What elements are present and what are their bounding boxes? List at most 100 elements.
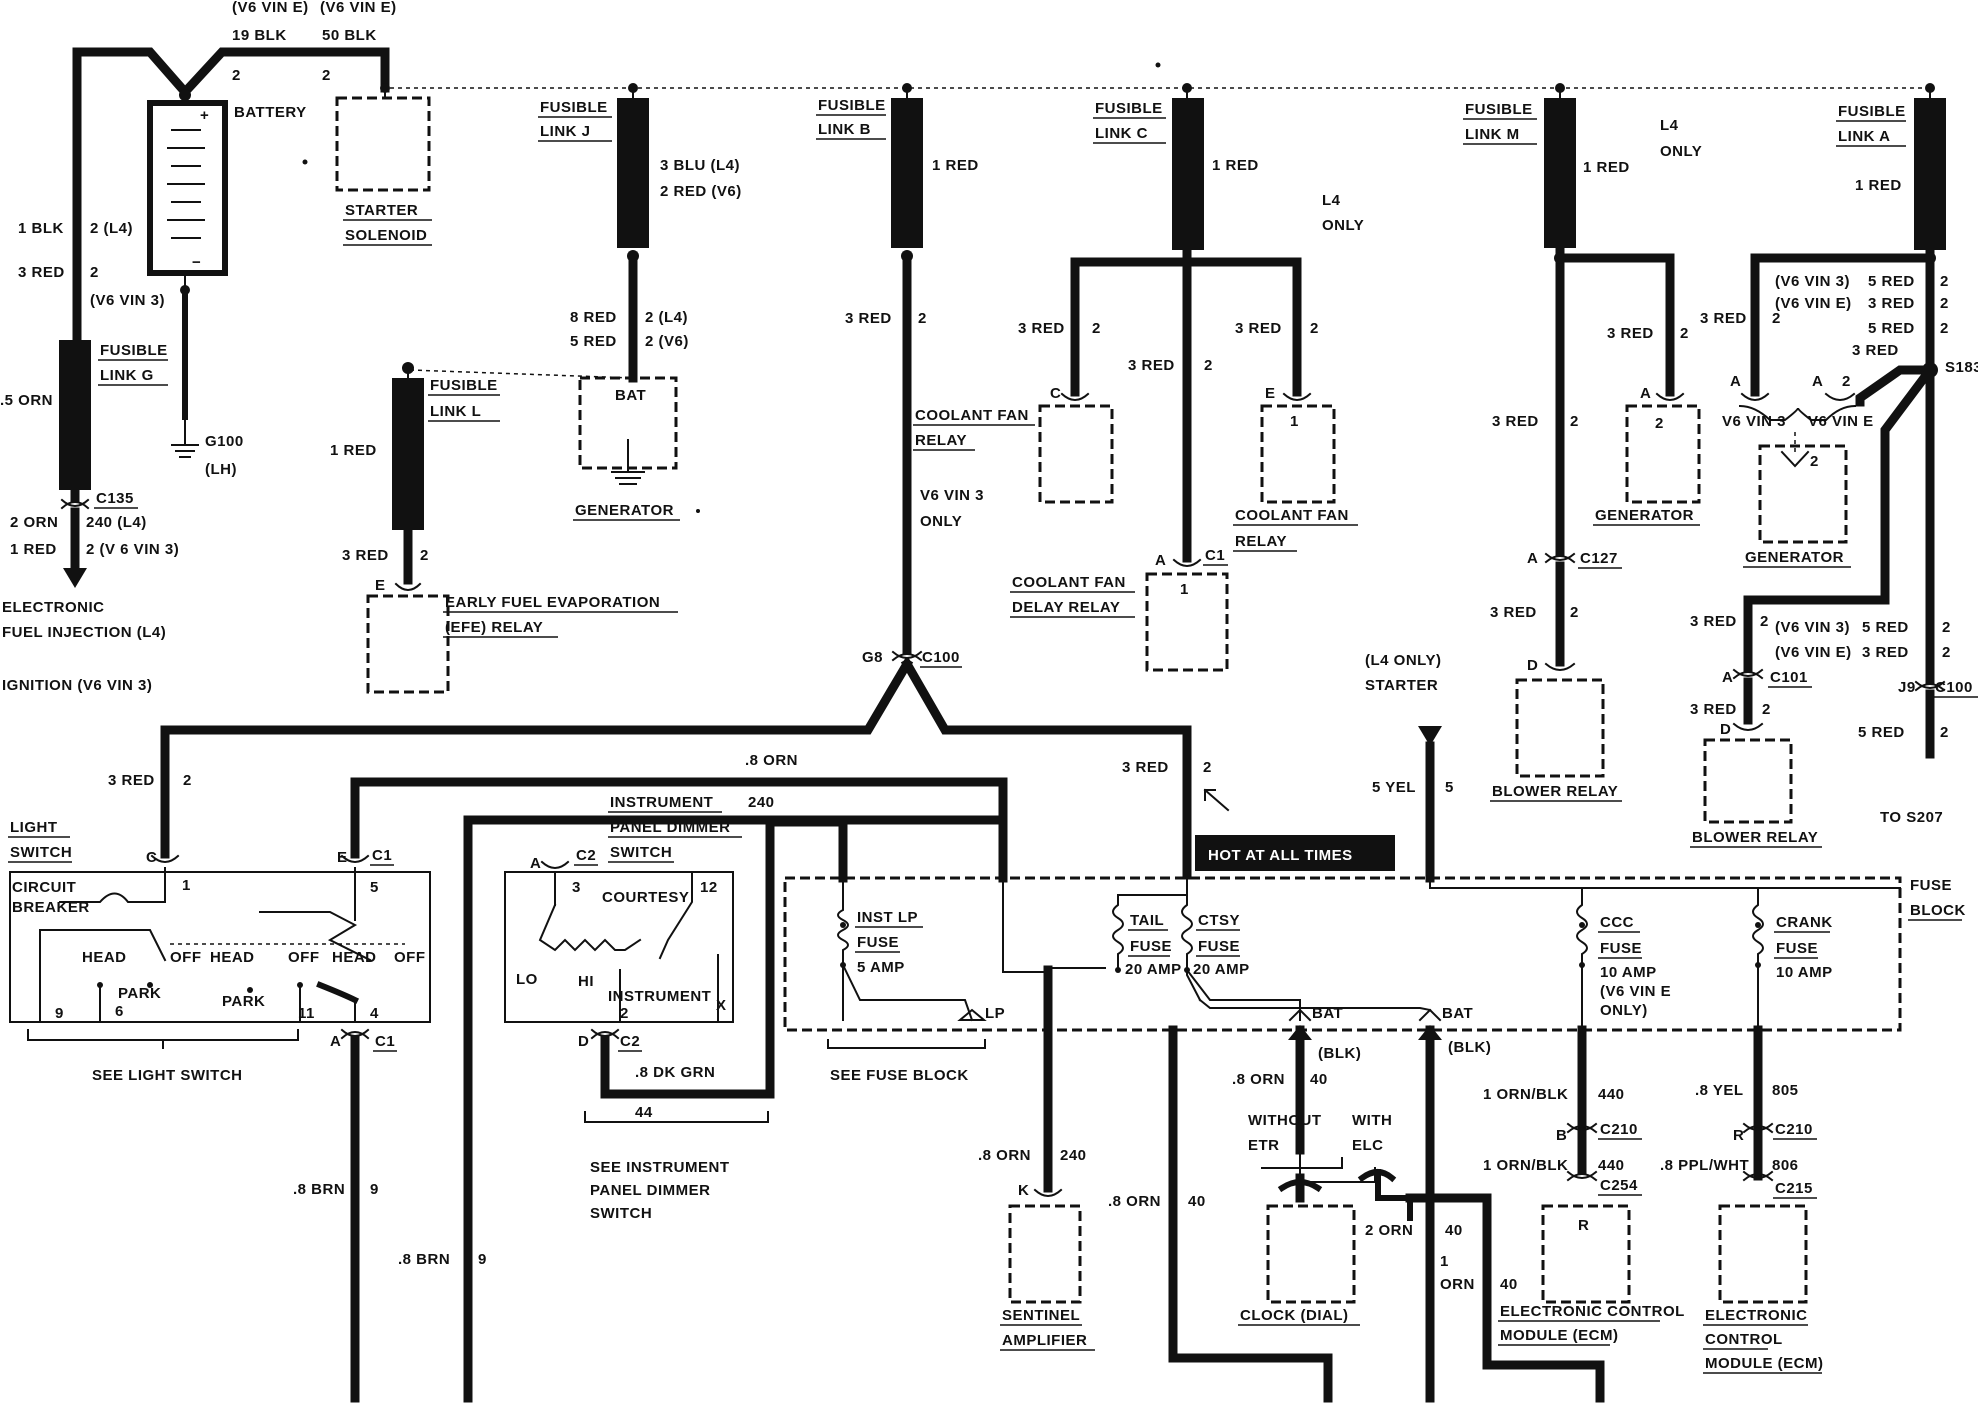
fb-crank3: 10 AMP xyxy=(1776,964,1833,981)
gen3-num: 2 xyxy=(1810,453,1819,470)
ground-label: G100 xyxy=(205,433,244,450)
ecm2-pinR: R xyxy=(1733,1127,1744,1144)
feed-right-circ: 2 xyxy=(1203,759,1212,776)
ecm-1-box xyxy=(1541,1204,1631,1304)
fusible-j-w1: 3 BLU (L4) xyxy=(660,157,740,174)
left-wire-red: 3 RED xyxy=(18,264,65,281)
fusible-link-g xyxy=(59,340,91,490)
fb-inst3: 5 AMP xyxy=(857,959,905,976)
fusible-m-wa-circ: 2 xyxy=(1570,413,1579,430)
gen3-vine: V6 VIN E xyxy=(1808,413,1874,430)
cf-delay-line1: COOLANT FAN xyxy=(1012,574,1126,591)
fusible-link-j xyxy=(617,98,649,248)
fusible-m-note1: L4 xyxy=(1660,117,1679,134)
cf-delay-conn: C1 xyxy=(1205,547,1225,564)
fusible-c-note2: ONLY xyxy=(1322,217,1364,234)
battery-wire-left-gauge: 19 BLK xyxy=(232,27,287,44)
fb-see: SEE FUSE BLOCK xyxy=(830,1067,969,1084)
clock-section: (BLK) (BLK) .8 ORN 40 WITHOUT ETR WITH E… xyxy=(1108,1025,1605,1403)
c127-pin: A xyxy=(1527,550,1538,567)
battery-wire-right-note: (V6 VIN E) xyxy=(320,0,397,16)
fb-label1: FUSE xyxy=(1910,877,1952,894)
fusible-a-label2: LINK A xyxy=(1838,128,1890,145)
fb-bat1: BAT xyxy=(1312,1005,1343,1022)
efi-line2: FUEL INJECTION (L4) xyxy=(2,624,166,641)
dim-p12: 12 xyxy=(700,879,718,896)
fb-tail3: 20 AMP xyxy=(1125,961,1182,978)
c101-w-circ: 2 xyxy=(1760,613,1769,630)
c100-right-label: C100 xyxy=(1935,679,1973,696)
generator-3 xyxy=(1758,444,1848,544)
fb-ctsy2: FUSE xyxy=(1198,938,1240,955)
dim-see2: PANEL DIMMER xyxy=(590,1182,710,1199)
fb-tail1: TAIL xyxy=(1130,912,1164,929)
c101-n1: (V6 VIN 3) xyxy=(1775,619,1850,636)
clock-w-circ: 40 xyxy=(1310,1071,1328,1088)
c127-w-gauge: 3 RED xyxy=(1490,604,1537,621)
fusible-b-w2-gauge: 3 RED xyxy=(845,310,892,327)
cf-relay2-num: 1 xyxy=(1290,413,1299,430)
dim-instrument: INSTRUMENT xyxy=(608,988,711,1005)
fusible-l-label1: FUSIBLE xyxy=(430,377,498,394)
ls-head1: HEAD xyxy=(82,949,127,966)
fusible-link-c-section: FUSIBLE LINK C 1 RED L4 ONLY 3 RED 2 3 R… xyxy=(913,83,1364,672)
fusible-a-wl-gauge: 3 RED xyxy=(1700,310,1747,327)
battery-wire-right-gauge: 50 BLK xyxy=(322,27,377,44)
left-wire-blk: 1 BLK xyxy=(18,220,64,237)
fusible-l-w1: 1 RED xyxy=(330,442,377,459)
dim-courtesy: COURTESY xyxy=(602,889,689,906)
ls-p11: 11 xyxy=(298,1005,315,1022)
ls-brn1-circ: 9 xyxy=(370,1181,379,1198)
ls-p6: 6 xyxy=(115,1003,124,1020)
dim-px: X xyxy=(716,997,727,1014)
dim-pinD: D xyxy=(578,1033,589,1050)
battery-icon xyxy=(147,100,228,276)
generator-ground-icon xyxy=(611,471,645,485)
dim-line3: SWITCH xyxy=(610,844,672,861)
c101-pin2: D xyxy=(1720,721,1731,738)
ls-off1: OFF xyxy=(170,949,202,966)
blower2-label: BLOWER RELAY xyxy=(1692,829,1818,846)
ls-pinC: C xyxy=(146,849,157,866)
blower-relay-2 xyxy=(1703,738,1793,824)
ls-p5: 5 xyxy=(370,879,379,896)
fusible-b-w2-circ: 2 xyxy=(918,310,927,327)
fuse-block-outline xyxy=(783,876,1902,1032)
fusible-g-label1: FUSIBLE xyxy=(100,342,168,359)
fusible-a-n2c: 2 xyxy=(1940,295,1949,312)
fusible-j-w4-circ: 2 (V6) xyxy=(645,333,689,350)
gen1-label: GENERATOR xyxy=(575,502,674,519)
clock-with2: ELC xyxy=(1352,1137,1384,1154)
fusible-m-label1: FUSIBLE xyxy=(1465,101,1533,118)
blower1-label: BLOWER RELAY xyxy=(1492,783,1618,800)
fb-ccc5: ONLY) xyxy=(1600,1002,1648,1019)
fusible-a-n1: (V6 VIN 3) xyxy=(1775,273,1850,290)
cf-relay2-line1: COOLANT FAN xyxy=(1235,507,1349,524)
c135-w1-gauge: 2 ORN xyxy=(10,514,58,531)
generator-2 xyxy=(1625,404,1701,504)
fusible-link-b xyxy=(891,98,923,248)
ecm1-line2: MODULE (ECM) xyxy=(1500,1327,1619,1344)
fusible-m-wa-gauge: 3 RED xyxy=(1492,413,1539,430)
ecm2-w2-circ: 806 xyxy=(1772,1157,1799,1174)
fusible-link-a xyxy=(1914,98,1946,250)
coolant-fan-relay-2 xyxy=(1260,404,1336,504)
c101-w-gauge: 3 RED xyxy=(1690,613,1737,630)
ls-brn2-circ: 9 xyxy=(478,1251,487,1268)
coolant-fan-delay-relay xyxy=(1145,572,1229,672)
ecm1-w2-circ: 440 xyxy=(1598,1157,1625,1174)
dim-line1: INSTRUMENT xyxy=(610,794,713,811)
ls-p1: 1 xyxy=(182,877,191,894)
fusible-j-w2: 2 RED (V6) xyxy=(660,183,742,200)
c135-label: C135 xyxy=(96,490,134,507)
fusible-link-g-section: 1 BLK 2 (L4) 3 RED 2 (V6 VIN 3) FUSIBLE … xyxy=(0,220,179,694)
starter-w-gauge: 5 YEL xyxy=(1372,779,1416,796)
starter-solenoid-label1: STARTER xyxy=(345,202,418,219)
gen3-pin2: 2 xyxy=(1842,373,1851,390)
c135-w2-gauge: 1 RED xyxy=(10,541,57,558)
fusible-b-note2: ONLY xyxy=(920,513,962,530)
left-wire-red-note: (V6 VIN 3) xyxy=(90,292,165,309)
clock-w3-gauge: 2 ORN xyxy=(1365,1222,1413,1239)
fusible-c-wb-circ: 2 xyxy=(1204,357,1213,374)
